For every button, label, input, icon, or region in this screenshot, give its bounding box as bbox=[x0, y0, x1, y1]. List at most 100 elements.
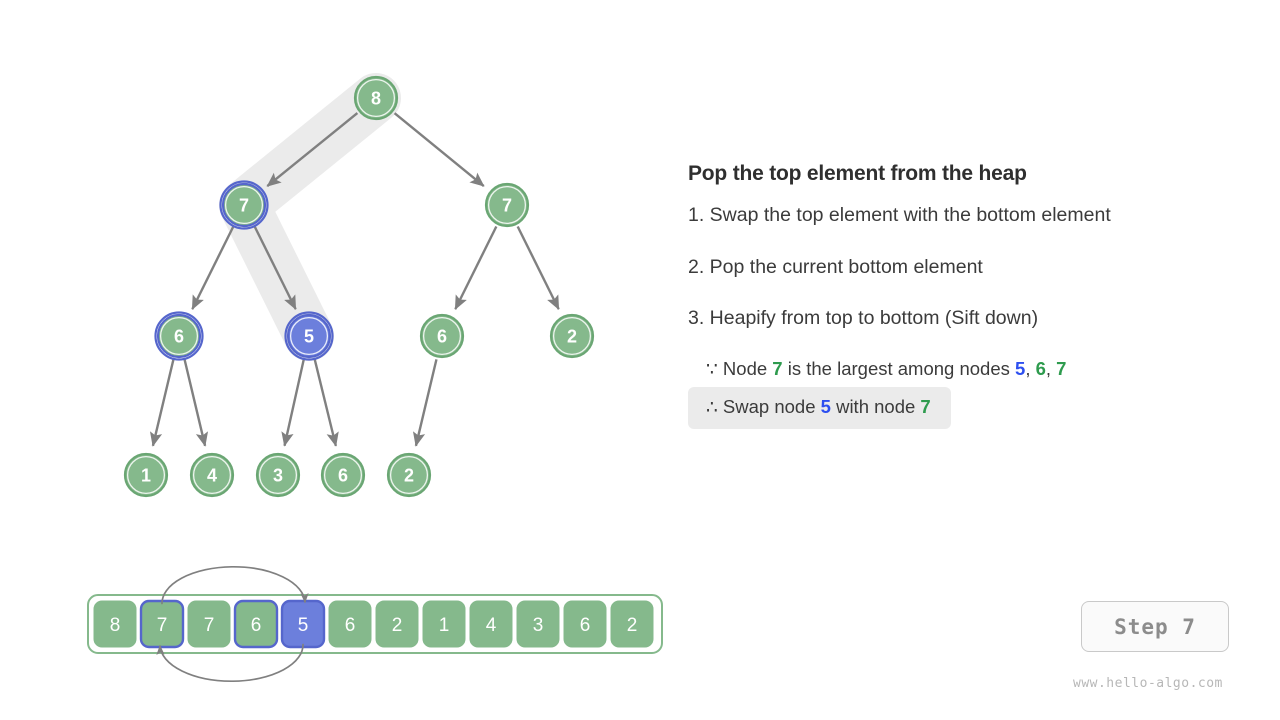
node-selection-ring bbox=[219, 180, 269, 230]
array-cell-value: 2 bbox=[392, 615, 403, 636]
reason-text-a: Node bbox=[722, 358, 768, 380]
node-circle bbox=[320, 452, 366, 498]
node-value-label: 5 bbox=[304, 327, 314, 347]
array-cell: 2 bbox=[375, 600, 419, 648]
tree-node: 6 bbox=[419, 313, 465, 359]
array-cell-value: 3 bbox=[533, 615, 544, 636]
node-inner-ring bbox=[289, 316, 329, 356]
node-circle bbox=[255, 452, 301, 498]
node-value-label: 6 bbox=[437, 327, 447, 347]
node-circle bbox=[386, 452, 432, 498]
node-circle bbox=[189, 452, 235, 498]
tree-node: 4 bbox=[189, 452, 235, 498]
tree-node: 8 bbox=[353, 75, 399, 121]
tree-node: 2 bbox=[386, 452, 432, 498]
reason-value-c: 6 bbox=[1035, 358, 1046, 380]
tree-node: 7 bbox=[484, 182, 530, 228]
tree-node: 1 bbox=[123, 452, 169, 498]
node-value-label: 6 bbox=[338, 466, 348, 486]
tree-edge bbox=[313, 359, 339, 447]
node-circle bbox=[156, 313, 202, 359]
array-cell: 6 bbox=[233, 599, 279, 649]
tree-edge bbox=[183, 359, 209, 447]
array-cell: 3 bbox=[516, 600, 560, 648]
reason-sep-1: , bbox=[1025, 358, 1031, 380]
array-swap-arrow bbox=[156, 565, 309, 683]
node-value-label: 6 bbox=[174, 327, 184, 347]
array-cell-box bbox=[233, 599, 279, 649]
node-inner-ring bbox=[356, 78, 396, 118]
reason-value-d: 7 bbox=[1056, 358, 1067, 380]
reason-sep-2: , bbox=[1045, 358, 1052, 380]
array-cell: 1 bbox=[422, 600, 466, 648]
node-selection-ring bbox=[284, 311, 334, 361]
array-cell: 6 bbox=[328, 600, 372, 648]
array-cell-value: 2 bbox=[627, 615, 638, 636]
tree-edge bbox=[412, 359, 438, 447]
because-symbol: ∵ bbox=[706, 358, 718, 380]
tree-edge bbox=[191, 225, 235, 310]
node-inner-ring bbox=[224, 185, 264, 225]
page-title: Pop the top element from the heap bbox=[688, 162, 1027, 185]
node-inner-ring bbox=[126, 455, 166, 495]
node-inner-ring bbox=[389, 455, 429, 495]
conclusion-text-b: with node bbox=[836, 396, 916, 418]
array-cell: 4 bbox=[469, 600, 513, 648]
array-container-outline bbox=[87, 594, 663, 654]
node-circle bbox=[549, 313, 595, 359]
step-1-text: 1. Swap the top element with the bottom … bbox=[688, 204, 1111, 227]
node-value-label: 1 bbox=[141, 466, 151, 486]
array-cell-value: 7 bbox=[157, 615, 168, 636]
node-inner-ring bbox=[192, 455, 232, 495]
reason-text-b: is the largest among nodes bbox=[787, 358, 1010, 380]
node-value-label: 3 bbox=[273, 466, 283, 486]
step-3-text: 3. Heapify from top to bottom (Sift down… bbox=[688, 307, 1039, 330]
node-circle bbox=[484, 182, 530, 228]
step-2-text: 2. Pop the current bottom element bbox=[688, 255, 983, 278]
conclusion-value-a: 5 bbox=[820, 396, 831, 418]
array-cell-box bbox=[93, 600, 137, 648]
tree-edge bbox=[393, 112, 485, 187]
array-cell-box bbox=[610, 600, 654, 648]
array-cell-value: 1 bbox=[439, 615, 450, 636]
array-cell-box bbox=[469, 600, 513, 648]
step-badge-label: Step 7 bbox=[1114, 614, 1196, 639]
array-cell-box bbox=[187, 600, 231, 648]
node-value-label: 2 bbox=[567, 327, 577, 347]
tree-edge bbox=[281, 359, 305, 447]
array-cell-box bbox=[375, 600, 419, 648]
reason-line: ∵ Node 7 is the largest among nodes 5, 6… bbox=[688, 357, 1248, 381]
array-cell-box bbox=[563, 600, 607, 648]
swap-arrow-backward bbox=[156, 643, 304, 683]
swap-arrow-forward bbox=[161, 565, 309, 605]
array-cell: 8 bbox=[93, 600, 137, 648]
tree-node: 6 bbox=[154, 311, 204, 361]
array-cell-box bbox=[516, 600, 560, 648]
tree-edge bbox=[516, 225, 560, 310]
node-value-label: 8 bbox=[371, 89, 381, 109]
node-circle bbox=[221, 182, 267, 228]
reason-value-b: 5 bbox=[1015, 358, 1026, 380]
step-badge: Step 7 bbox=[1081, 601, 1229, 652]
array-cell: 7 bbox=[187, 600, 231, 648]
reason-value-a: 7 bbox=[772, 358, 783, 380]
tree-edge bbox=[454, 225, 498, 310]
array-cell-value: 7 bbox=[204, 615, 215, 636]
tree-node: 5 bbox=[284, 311, 334, 361]
array-cell: 2 bbox=[610, 600, 654, 648]
array-cell-box bbox=[328, 600, 372, 648]
therefore-symbol: ∴ bbox=[706, 396, 718, 418]
node-inner-ring bbox=[323, 455, 363, 495]
array-cell-value: 8 bbox=[110, 615, 121, 636]
array-cell-value: 4 bbox=[486, 615, 497, 636]
tree-node: 3 bbox=[255, 452, 301, 498]
node-circle bbox=[419, 313, 465, 359]
conclusion-value-b: 7 bbox=[920, 396, 931, 418]
tree-edge bbox=[266, 112, 359, 188]
array-cell-box bbox=[422, 600, 466, 648]
conclusion-line: ∴ Swap node 5 with node 7 bbox=[688, 387, 951, 429]
conclusion-text-a: Swap node bbox=[722, 396, 816, 418]
tree-edges bbox=[149, 112, 560, 447]
